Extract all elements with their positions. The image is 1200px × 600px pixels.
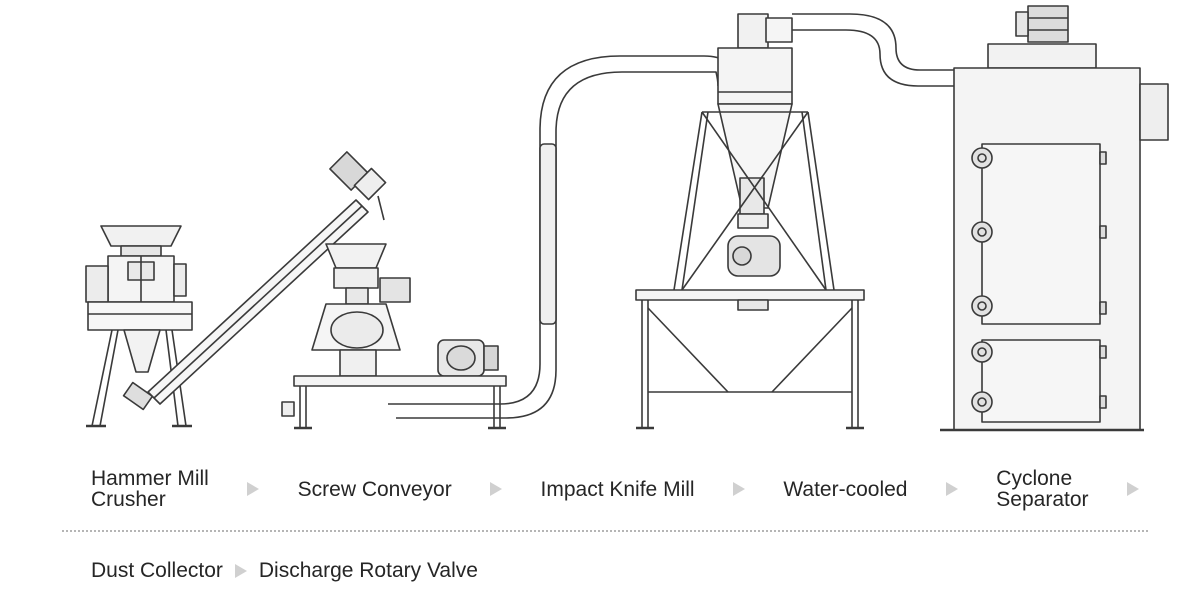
screw-conveyor-machine bbox=[147, 151, 387, 405]
arrow-right-icon bbox=[732, 482, 745, 496]
arrow-right-icon bbox=[247, 482, 260, 496]
exhaust-pipe bbox=[792, 13, 956, 87]
step-discharge-rotary-valve: Discharge Rotary Valve bbox=[258, 559, 478, 582]
transport-pipe bbox=[388, 55, 735, 419]
arrow-right-icon bbox=[1126, 482, 1139, 496]
step-impact-knife-mill: Impact Knife Mill bbox=[540, 477, 695, 501]
hammer-mill-crusher-machine bbox=[85, 225, 193, 428]
step-dust-collector: Dust Collector bbox=[91, 559, 223, 582]
arrow-right-icon bbox=[490, 482, 503, 496]
step-hammer-mill-crusher: Hammer Mill Crusher bbox=[91, 467, 209, 511]
arrow-right-icon bbox=[945, 482, 958, 496]
dotted-divider bbox=[62, 530, 1148, 532]
cyclone-separator-machine bbox=[635, 13, 865, 430]
step-screw-conveyor: Screw Conveyor bbox=[297, 477, 452, 501]
process-flow-row-2: Dust Collector Discharge Rotary Valve bbox=[91, 560, 478, 581]
machinery-diagram bbox=[85, 5, 1169, 432]
process-flow-row-1: Hammer Mill Crusher Screw Conveyor Impac… bbox=[91, 468, 1151, 510]
arrow-right-icon bbox=[234, 563, 247, 578]
dust-collector-machine bbox=[940, 5, 1169, 432]
impact-knife-mill-machine bbox=[281, 243, 507, 430]
step-water-cooled: Water-cooled bbox=[783, 477, 908, 501]
step-cyclone-separator: Cyclone Separator bbox=[996, 467, 1089, 511]
